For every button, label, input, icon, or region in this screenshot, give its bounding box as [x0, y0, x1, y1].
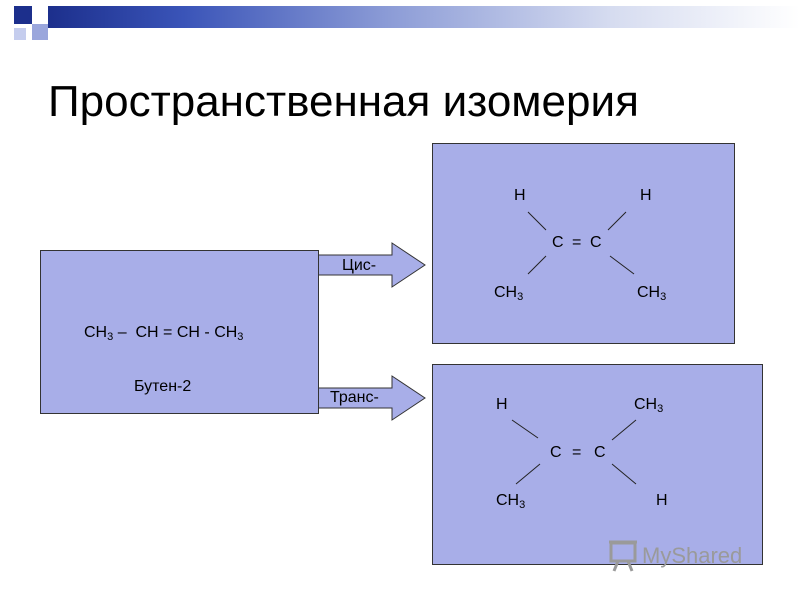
cis-carbon-right: C [590, 234, 602, 251]
cis-arrow [317, 242, 426, 288]
header-square-light [32, 24, 48, 40]
trans-carbon-right: C [594, 444, 606, 461]
watermark: MyShared [608, 536, 768, 576]
cis-top-left-h: H [514, 187, 526, 204]
trans-bond-top-left [511, 419, 539, 439]
butene-name: Бутен-2 [134, 378, 192, 395]
header-square-small [14, 28, 26, 40]
header-square-dark [14, 6, 32, 24]
cis-bottom-right-ch3: CH3 [637, 284, 667, 303]
trans-bottom-left-ch3: CH3 [496, 492, 526, 511]
cis-double-bond: = [572, 234, 582, 251]
butene-box [40, 250, 319, 414]
trans-arrow [317, 375, 426, 421]
trans-carbon-left: C [550, 444, 562, 461]
cis-isomer-box [432, 143, 735, 344]
cis-bond-top-right [607, 211, 627, 231]
butene-formula: CH3 – CH = CH - CH3 [84, 324, 244, 343]
watermark-text: MyShared [642, 543, 743, 568]
trans-isomer-box [432, 364, 763, 565]
cis-carbon-left: C [552, 234, 564, 251]
trans-top-right-ch3: CH3 [634, 396, 664, 415]
trans-bottom-right-h: H [656, 492, 668, 509]
trans-bond-bottom-right [611, 463, 637, 485]
trans-arrow-label: Транс- [330, 389, 379, 406]
cis-bond-bottom-left [527, 255, 547, 275]
presentation-board-icon [609, 540, 637, 572]
cis-top-right-h: H [640, 187, 652, 204]
trans-top-left-h: H [496, 396, 508, 413]
cis-bond-bottom-right [609, 255, 635, 275]
trans-double-bond: = [572, 444, 582, 461]
trans-bond-top-right [611, 419, 637, 441]
header-gradient-bar [48, 6, 800, 28]
cis-bond-top-left [527, 211, 547, 231]
trans-bond-bottom-left [515, 463, 541, 485]
slide-title: Пространственная изомерия [48, 77, 639, 126]
cis-arrow-label: Цис- [342, 257, 377, 274]
cis-bottom-left-ch3: CH3 [494, 284, 524, 303]
